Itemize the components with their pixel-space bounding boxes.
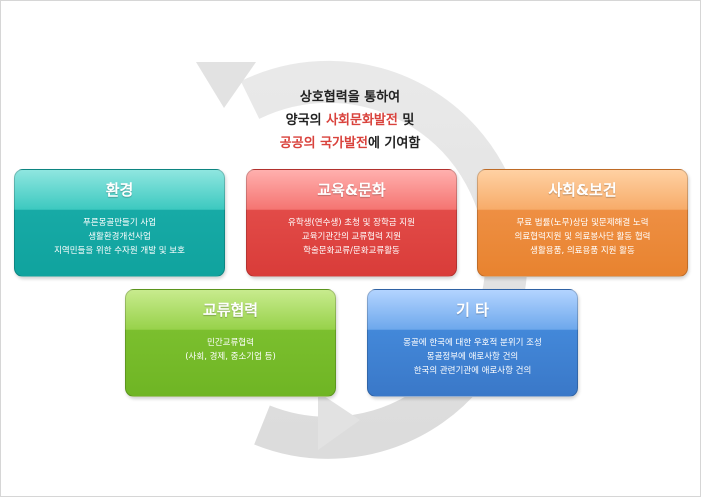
box-education-culture-item: 유학생(연수생) 초청 및 장학금 지원 <box>288 218 415 228</box>
box-environment-item: 푸른몽골만들기 사업 <box>82 218 157 228</box>
box-environment-items: 푸른몽골만들기 사업 생활환경개선사업 지역민들을 위한 수자원 개발 및 보호 <box>15 216 224 258</box>
box-education-culture-item: 학술문화교류/문화교류활동 <box>303 246 400 256</box>
box-exchange-cooperation-title: 교류협력 <box>202 301 259 319</box>
box-environment: 환경 푸른몽골만들기 사업 생활환경개선사업 지역민들을 위한 수자원 개발 및… <box>14 169 225 277</box>
highlight-national-development: 공공의 국가발전 <box>279 136 368 151</box>
box-social-health-item: 생활용품, 의료용품 지원 활동 <box>530 246 635 256</box>
intro-text: 상호협력을 통하여 양국의 사회문화발전 및 공공의 국가발전에 기여함 <box>200 86 500 155</box>
box-etc: 기 타 몽골에 한국에 대한 우호적 분위기 조성 몽골정부에 애로사항 건의 … <box>367 289 578 397</box>
box-environment-item: 지역민들을 위한 수자원 개발 및 보호 <box>54 246 185 256</box>
box-etc-title: 기 타 <box>456 301 489 319</box>
box-etc-items: 몽골에 한국에 대한 우호적 분위기 조성 몽골정부에 애로사항 건의 한국의 … <box>368 336 577 378</box>
box-exchange-cooperation-items: 민간교류협력 (사회, 경제, 중소기업 등) <box>126 336 335 364</box>
intro-line-1: 상호협력을 통하여 <box>299 90 401 105</box>
box-exchange-cooperation-item: 민간교류협력 <box>207 338 254 348</box>
box-education-culture: 교육&문화 유학생(연수생) 초청 및 장학금 지원 교육기관간의 교류협력 지… <box>246 169 457 277</box>
box-etc-item: 한국의 관련기관에 애로사항 건의 <box>413 366 532 376</box>
box-etc-item: 몽골정부에 애로사항 건의 <box>426 352 519 362</box>
intro-line-2: 양국의 사회문화발전 및 <box>285 113 415 128</box>
highlight-social-culture: 사회문화발전 <box>326 113 398 128</box>
cycle-arrowhead-top <box>196 62 256 108</box>
box-social-health-item: 무료 법률(노무)상담 및문제해결 노력 <box>516 218 649 228</box>
box-exchange-cooperation-item: (사회, 경제, 중소기업 등) <box>185 352 276 362</box>
box-social-health: 사회&보건 무료 법률(노무)상담 및문제해결 노력 의료협력지원 및 의료봉사… <box>477 169 688 277</box>
intro-line-3: 공공의 국가발전에 기여함 <box>279 136 421 151</box>
box-environment-title: 환경 <box>105 181 134 199</box>
box-education-culture-items: 유학생(연수생) 초청 및 장학금 지원 교육기관간의 교류협력 지원 학술문화… <box>247 216 456 258</box>
box-social-health-items: 무료 법률(노무)상담 및문제해결 노력 의료협력지원 및 의료봉사단 활동 협… <box>478 216 687 258</box>
box-education-culture-title: 교육&문화 <box>317 181 386 199</box>
cycle-arrowhead-bottom <box>318 392 360 450</box>
box-etc-item: 몽골에 한국에 대한 우호적 분위기 조성 <box>403 338 542 348</box>
box-environment-item: 생활환경개선사업 <box>88 232 151 242</box>
box-social-health-item: 의료협력지원 및 의료봉사단 활동 협력 <box>514 232 651 242</box>
box-social-health-title: 사회&보건 <box>548 181 617 199</box>
box-exchange-cooperation: 교류협력 민간교류협력 (사회, 경제, 중소기업 등) <box>125 289 336 397</box>
box-education-culture-item: 교육기관간의 교류협력 지원 <box>301 232 402 242</box>
